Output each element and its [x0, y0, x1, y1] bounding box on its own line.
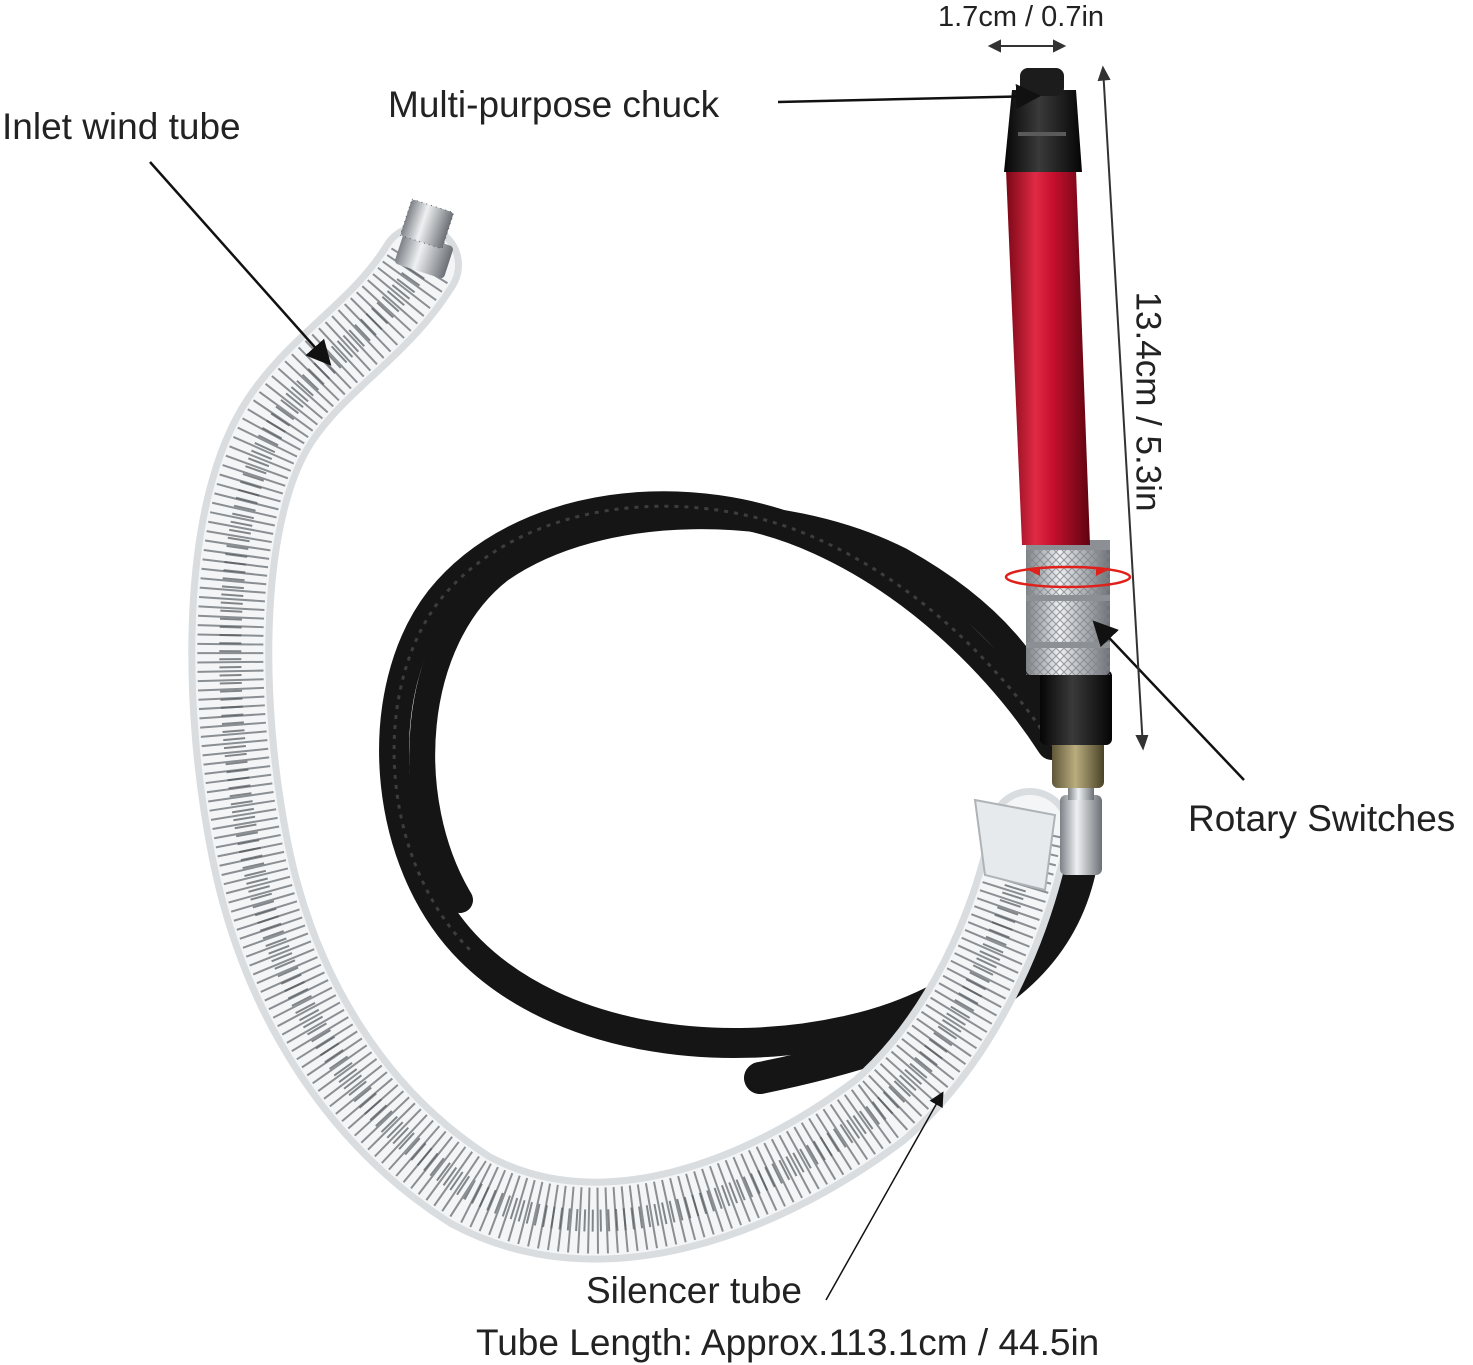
chuck-pointer-arrow [777, 83, 1041, 109]
silencer-tube-label: Silencer tube [586, 1270, 802, 1311]
silencer-pointer-arrow [825, 1091, 944, 1301]
dimension-lines [987, 39, 1149, 751]
annotation-lines [149, 83, 1245, 1301]
tube-length-label: Tube Length: Approx.113.1cm / 44.5in [476, 1322, 1100, 1363]
inlet-fitting [395, 198, 455, 279]
height-dimension [1097, 65, 1149, 751]
rotation-marker-icon [1004, 565, 1132, 589]
rotary-switches-label: Rotary Switches [1188, 798, 1456, 839]
inlet-wind-tube [188, 223, 1072, 1263]
body-length-label: 13.4cm / 5.3in [1128, 291, 1168, 512]
chuck-width-label: 1.7cm / 0.7in [938, 1, 1105, 33]
inlet-pointer-arrow [149, 161, 332, 366]
rotary-pointer-arrow [1092, 620, 1245, 781]
multi-purpose-chuck-label: Multi-purpose chuck [388, 84, 720, 125]
inlet-wind-tube-label: Inlet wind tube [2, 106, 241, 147]
width-dimension [987, 39, 1067, 53]
air-grinder-pen [1004, 68, 1112, 788]
